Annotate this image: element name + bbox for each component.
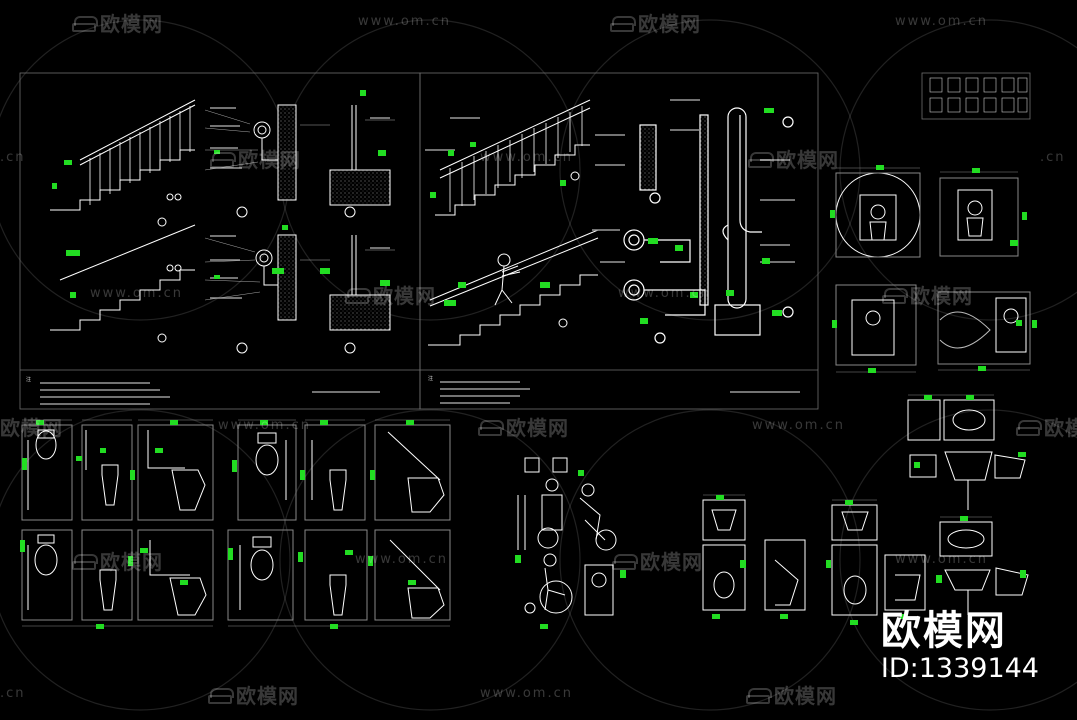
grab-bar-details [623, 107, 794, 344]
brand-badge: 欧模网 ID:1339144 [881, 608, 1039, 684]
sheet-note-label: 注 [428, 376, 434, 382]
sofa-logo-icon [748, 151, 774, 168]
sofa-logo-icon [746, 687, 772, 704]
note-text-lines-b [425, 99, 800, 404]
handrail-section-details [236, 104, 391, 354]
watermark-logo: 欧模网 [1016, 412, 1077, 441]
stair-elevation-1 [50, 99, 196, 227]
watermark-url: www.om.cn [480, 150, 573, 165]
model-id-label: ID:1339144 [880, 653, 1039, 684]
stair-elevation-2 [50, 224, 196, 343]
watermark-logo: 欧模网 [345, 280, 436, 309]
stair-elevation-child [428, 229, 599, 346]
sofa-logo-icon [208, 687, 234, 704]
sofa-logo-icon [72, 553, 98, 570]
watermark-url: www.om.cn [90, 286, 183, 301]
watermark-logo: 欧模网 [208, 680, 299, 709]
sofa-logo-icon [610, 15, 636, 32]
thumbnail-grid [929, 77, 1028, 113]
watermark-url: .cn [0, 686, 26, 701]
watermark-url: .cn [1040, 150, 1066, 165]
watermark-url: .cn [0, 150, 26, 165]
watermark-url: www.om.cn [752, 418, 845, 433]
sofa-logo-icon [210, 151, 236, 168]
watermark-logo: 欧模网 [210, 144, 301, 173]
watermark-logo: 欧模网 [746, 680, 837, 709]
sheet-frames [19, 72, 1031, 410]
sofa-logo-icon [478, 419, 504, 436]
stair-elevation-3 [435, 99, 591, 216]
watermark-logo: 欧模网 [610, 8, 701, 37]
watermark-url: www.om.cn [480, 686, 573, 701]
sofa-logo-icon [72, 15, 98, 32]
toilet-plans-row-2 [21, 529, 451, 621]
brand-name: 欧模网 [880, 608, 1007, 654]
watermark-url: www.om.cn [895, 14, 988, 29]
watermark-logo: 欧模网 [72, 8, 163, 37]
wheelchair-turning-plans [835, 172, 1031, 366]
watermark-url: www.om.cn [618, 286, 711, 301]
dimension-lines [22, 167, 1030, 627]
wheelchair-figures [517, 457, 617, 616]
green-dimension-marks [20, 90, 1037, 629]
sofa-logo-icon [882, 287, 908, 304]
watermark-url: www.om.cn [895, 552, 988, 567]
watermark-url: www.om.cn [218, 418, 311, 433]
watermark-logo: 欧模网 [0, 416, 63, 440]
sanitary-fixtures [702, 399, 1029, 616]
sofa-logo-icon [1016, 419, 1042, 436]
sofa-logo-icon [345, 287, 371, 304]
watermark-logo: 欧模网 [72, 546, 163, 575]
watermark-logo: 欧模网 [478, 412, 569, 441]
sheet-note-label: 注 [26, 377, 32, 383]
sofa-logo-icon [612, 553, 638, 570]
note-text-lines-a [40, 107, 390, 405]
watermark-url: www.om.cn [355, 552, 448, 567]
watermark-logo: 欧模网 [882, 280, 973, 309]
toilet-plans-row-1 [21, 424, 451, 521]
watermark-url: www.om.cn [358, 14, 451, 29]
watermark-logo: 欧模网 [612, 546, 703, 575]
watermark-logo: 欧模网 [748, 144, 839, 173]
